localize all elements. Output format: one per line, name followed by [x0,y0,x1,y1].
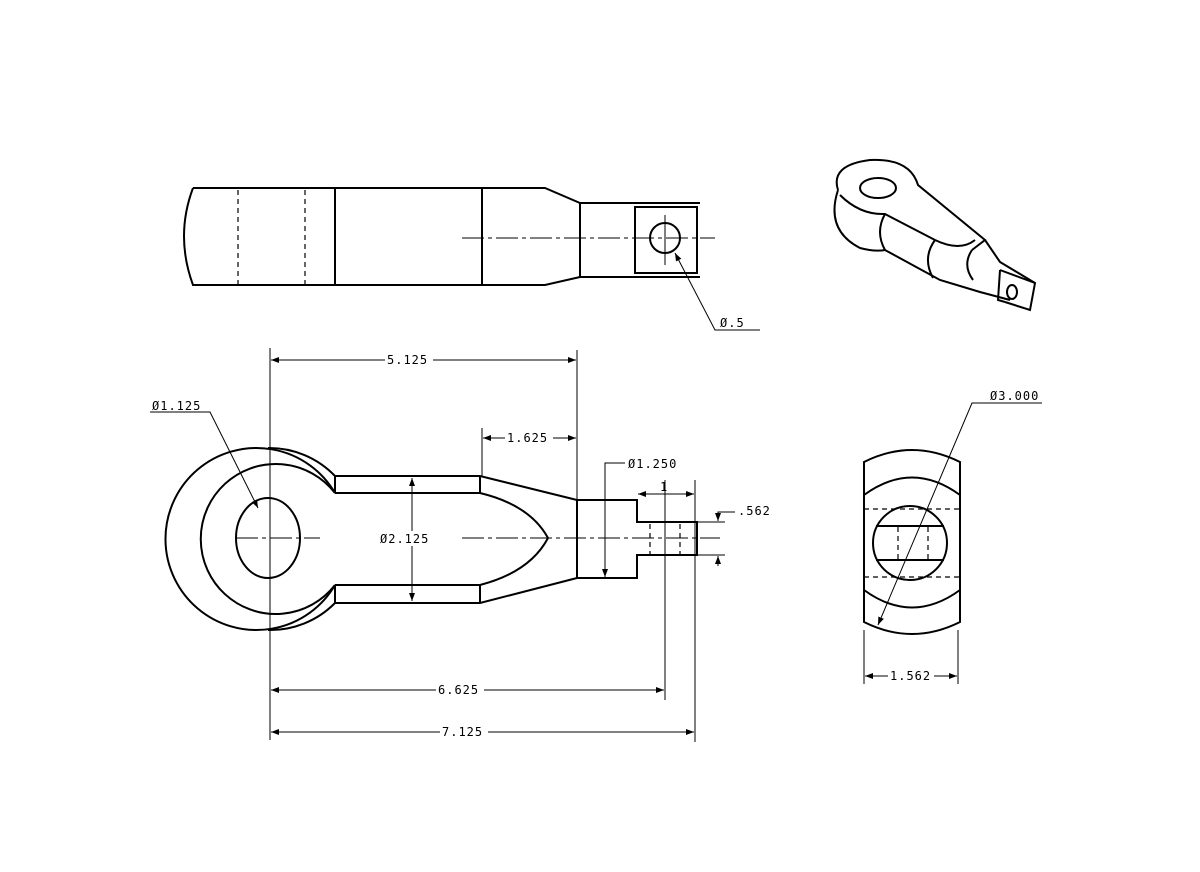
neck-dia-label: Ø1.250 [628,457,677,471]
eye-hole-dia-label: Ø1.125 [152,399,201,413]
top-view: Ø.5 [183,187,760,331]
eye-dia-label: Ø3.000 [990,389,1039,403]
tip-thickness-label: .562 [738,504,771,518]
dim-1-625: 1.625 [507,431,548,445]
dim-6-625: 6.625 [438,683,479,697]
front-view: 5.125 1.625 Ø2.125 Ø1.125 Ø1.250 1 .562 … [150,348,771,742]
hole-dia-label: Ø.5 [720,316,745,330]
dim-7-125: 7.125 [442,725,483,739]
shank-dia-label: Ø2.125 [380,532,429,546]
isometric-view [833,158,1037,312]
dim-5-125: 5.125 [387,353,428,367]
side-view: Ø3.000 1.562 [863,389,1042,684]
tip-length-label: 1 [660,480,668,494]
width-label: 1.562 [890,669,931,683]
